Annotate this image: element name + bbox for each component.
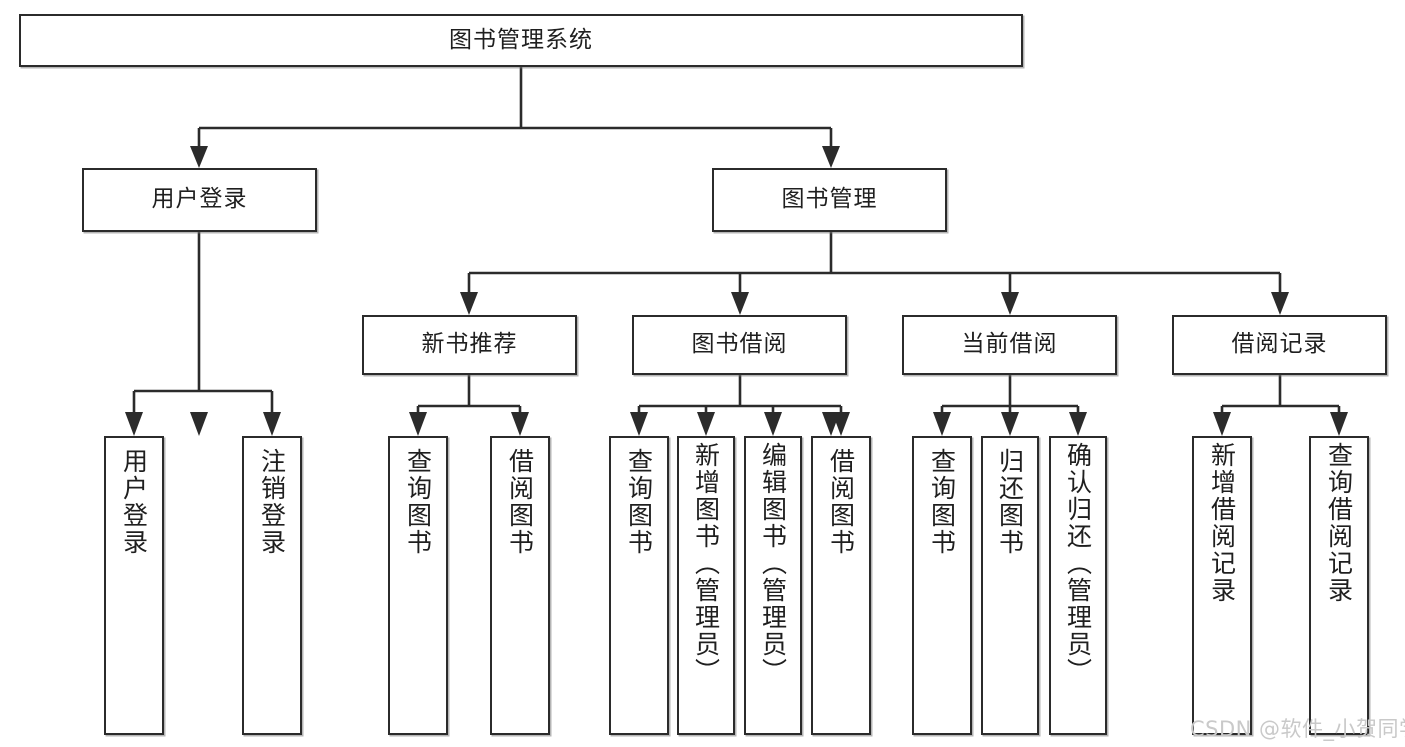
node-leaf-user-login[interactable]: 用户登录 [104,436,164,735]
node-leaf-query-book-current[interactable]: 查询图书 [912,436,972,735]
node-leaf-add-book-admin[interactable]: 新增图书（管理员） [677,436,735,735]
node-label: 查询借阅记录 [1324,442,1354,604]
node-leaf-borrow-book-borrow[interactable]: 借阅图书 [811,436,871,735]
node-leaf-borrow-book-recommend[interactable]: 借阅图书 [490,436,550,735]
node-new-book-recommend[interactable]: 新书推荐 [362,315,577,375]
node-label: 注销登录 [257,448,287,556]
node-leaf-query-book-recommend[interactable]: 查询图书 [388,436,448,735]
node-label: 新增图书（管理员） [691,442,721,685]
node-label: 查询图书 [624,448,654,556]
node-label: 查询图书 [403,448,433,556]
node-label: 图书管理 [781,186,878,213]
node-book-management[interactable]: 图书管理 [712,168,947,232]
node-leaf-edit-book-admin[interactable]: 编辑图书（管理员） [744,436,802,735]
node-user-login[interactable]: 用户登录 [82,168,317,232]
node-book-borrow[interactable]: 图书借阅 [632,315,847,375]
node-label: 当前借阅 [961,331,1058,358]
node-label: 图书借阅 [691,331,788,358]
node-label: 借阅记录 [1231,331,1328,358]
node-current-borrow[interactable]: 当前借阅 [902,315,1117,375]
node-label: 图书管理系统 [449,26,593,53]
csdn-watermark: CSDN @软件_小贺同学 [1190,713,1405,743]
node-leaf-confirm-return-admin[interactable]: 确认归还（管理员） [1049,436,1107,735]
node-label: 借阅图书 [505,448,535,556]
node-label: 归还图书 [995,448,1025,556]
node-label: 确认归还（管理员） [1063,442,1093,685]
node-label: 用户登录 [119,448,149,556]
node-leaf-return-book[interactable]: 归还图书 [981,436,1039,735]
node-label: 新书推荐 [421,331,518,358]
watermark-text: CSDN @软件_小贺同学 [1190,717,1405,741]
node-label: 查询图书 [927,448,957,556]
node-root-system[interactable]: 图书管理系统 [19,14,1023,67]
node-leaf-logout[interactable]: 注销登录 [242,436,302,735]
node-label: 用户登录 [151,186,248,213]
node-label: 编辑图书（管理员） [758,442,788,685]
node-leaf-query-book-borrow[interactable]: 查询图书 [609,436,669,735]
node-borrow-record[interactable]: 借阅记录 [1172,315,1387,375]
node-label: 借阅图书 [826,448,856,556]
node-leaf-add-borrow-record[interactable]: 新增借阅记录 [1192,436,1252,735]
node-label: 新增借阅记录 [1207,442,1237,604]
node-leaf-query-borrow-record[interactable]: 查询借阅记录 [1309,436,1369,735]
